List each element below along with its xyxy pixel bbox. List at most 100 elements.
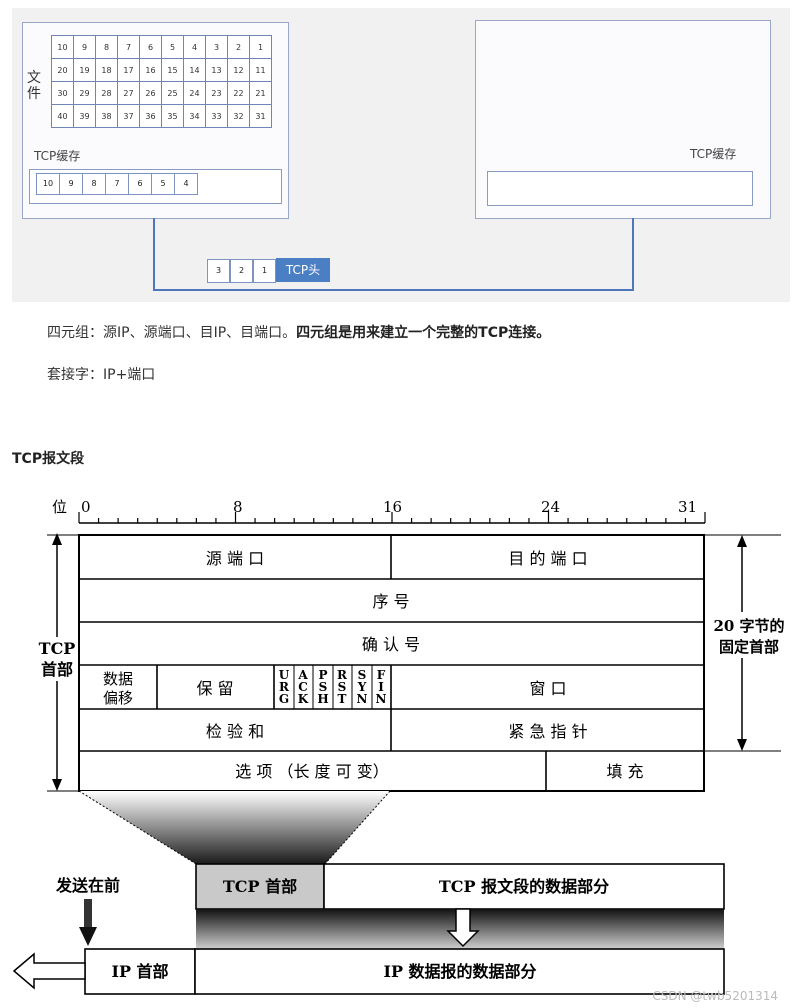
flag-letter: U [279, 668, 290, 682]
urgent-pointer-field: 紧 急 指 针 [508, 722, 587, 741]
bit-tick-label: 31 [678, 498, 697, 516]
file-byte-cell: 11 [249, 58, 272, 82]
file-label: 文件 [27, 70, 41, 102]
file-byte-cell: 5 [161, 35, 184, 59]
file-byte-cell: 35 [161, 104, 184, 128]
bit-ruler-ticks [78, 512, 706, 523]
file-byte-cell: 7 [117, 35, 140, 59]
flag-letter: C [298, 680, 308, 694]
section-heading: TCP报文段 [12, 451, 85, 467]
file-byte-cell: 39 [73, 104, 96, 128]
file-byte-cell: 28 [95, 81, 118, 105]
file-byte-cell: 25 [161, 81, 184, 105]
file-byte-cell: 6 [139, 35, 162, 59]
checksum-field: 检 验 和 [206, 722, 264, 741]
flag-letter: S [358, 668, 367, 682]
file-byte-cell: 32 [227, 104, 250, 128]
flag-letter: A [297, 668, 308, 682]
file-byte-cell: 10 [51, 35, 74, 59]
flag-letter: S [319, 680, 328, 694]
padding-field: 填 充 [606, 762, 643, 781]
buffer-cell: 4 [174, 173, 198, 195]
ack-number-field: 确 认 号 [362, 635, 420, 654]
file-byte-cell: 30 [51, 81, 74, 105]
file-byte-cell: 2 [227, 35, 250, 59]
file-byte-cell: 8 [95, 35, 118, 59]
file-byte-cell: 20 [51, 58, 74, 82]
file-byte-cell: 26 [139, 81, 162, 105]
file-byte-cell: 13 [205, 58, 228, 82]
bit-label: 位 [52, 498, 67, 516]
tcp-segment-diagram: 位 0 8 16 24 31 源 端 口 目 的 端 口 序 号 确 认 号 数… [12, 498, 792, 1003]
destination-port-field: 目 的 端 口 [508, 549, 587, 568]
fixed-header-side-label: 20 字节的 [713, 617, 784, 635]
fixed-header-side-label: 固定首部 [719, 638, 779, 656]
file-byte-cell: 36 [139, 104, 162, 128]
reserved-field: 保 留 [196, 679, 233, 698]
file-byte-cell: 34 [183, 104, 206, 128]
file-byte-cell: 31 [249, 104, 272, 128]
file-byte-cell: 14 [183, 58, 206, 82]
flag-letter: P [318, 668, 327, 682]
data-offset-field: 数据 [103, 670, 133, 688]
flag-rst: RST [337, 668, 348, 706]
file-byte-cell: 29 [73, 81, 96, 105]
left-tcp-buffer-label: TCP缓存 [34, 149, 81, 163]
flag-psh: PSH [317, 668, 328, 706]
file-byte-cell: 1 [249, 35, 272, 59]
left-tcp-buffer: 10 9 8 7 6 5 4 [29, 169, 282, 204]
connection-line-left [153, 218, 155, 291]
bit-tick-label: 8 [233, 498, 243, 516]
buffer-cell: 8 [82, 173, 106, 195]
packet-cell: 1 [253, 259, 276, 283]
tcp-head-block [195, 863, 325, 910]
packet-cell: 2 [230, 259, 253, 283]
file-byte-cell: 33 [205, 104, 228, 128]
tcp-header-side-label: TCP [39, 639, 76, 658]
buffer-cell: 9 [59, 173, 83, 195]
file-byte-cell: 38 [95, 104, 118, 128]
file-byte-cell: 24 [183, 81, 206, 105]
packet-cell: 3 [207, 259, 230, 283]
connection-line-bottom [153, 289, 634, 291]
sequence-number-field: 序 号 [372, 592, 409, 611]
flag-letter: Y [357, 680, 367, 694]
ip-data-label: IP 数据报的数据部分 [383, 962, 536, 981]
tcp-data-block [323, 863, 725, 910]
ip-head-label: IP 首部 [111, 962, 168, 981]
flag-letter: K [298, 692, 309, 706]
tcp-data-label: TCP 报文段的数据部分 [439, 877, 609, 896]
data-offset-field: 偏移 [103, 689, 133, 707]
file-byte-cell: 19 [73, 58, 96, 82]
packet-tcp-header: TCP头 [276, 258, 330, 282]
flag-letter: I [378, 680, 384, 694]
header-projection [79, 791, 390, 864]
connection-line-right [632, 218, 634, 291]
right-tcp-buffer-label: TCP缓存 [690, 147, 737, 161]
file-byte-cell: 3 [205, 35, 228, 59]
file-byte-cell: 17 [117, 58, 140, 82]
flag-letter: R [279, 680, 290, 694]
ip-data-block [194, 948, 725, 995]
right-tcp-buffer [487, 171, 753, 206]
bit-tick-label: 16 [383, 498, 402, 516]
file-byte-cell: 4 [183, 35, 206, 59]
bit-tick-label: 24 [541, 498, 560, 516]
send-first-arrow [79, 927, 97, 946]
socket-paragraph: 套接字：IP+端口 [47, 367, 156, 383]
buffer-cell: 5 [151, 173, 175, 195]
flag-letter: G [279, 692, 289, 706]
flag-fin: FIN [376, 668, 387, 706]
flag-letter: S [338, 680, 347, 694]
flag-letter: F [377, 668, 386, 682]
flag-letter: N [357, 692, 368, 706]
send-first-label: 发送在前 [55, 876, 120, 895]
file-byte-cell: 12 [227, 58, 250, 82]
file-byte-cell: 18 [95, 58, 118, 82]
tcp-head-label: TCP 首部 [223, 877, 297, 896]
flag-syn: SYN [357, 668, 368, 706]
four-tuple-paragraph: 四元组：源IP、源端口、目IP、目端口。四元组是用来建立一个完整的TCP连接。 [47, 322, 550, 342]
